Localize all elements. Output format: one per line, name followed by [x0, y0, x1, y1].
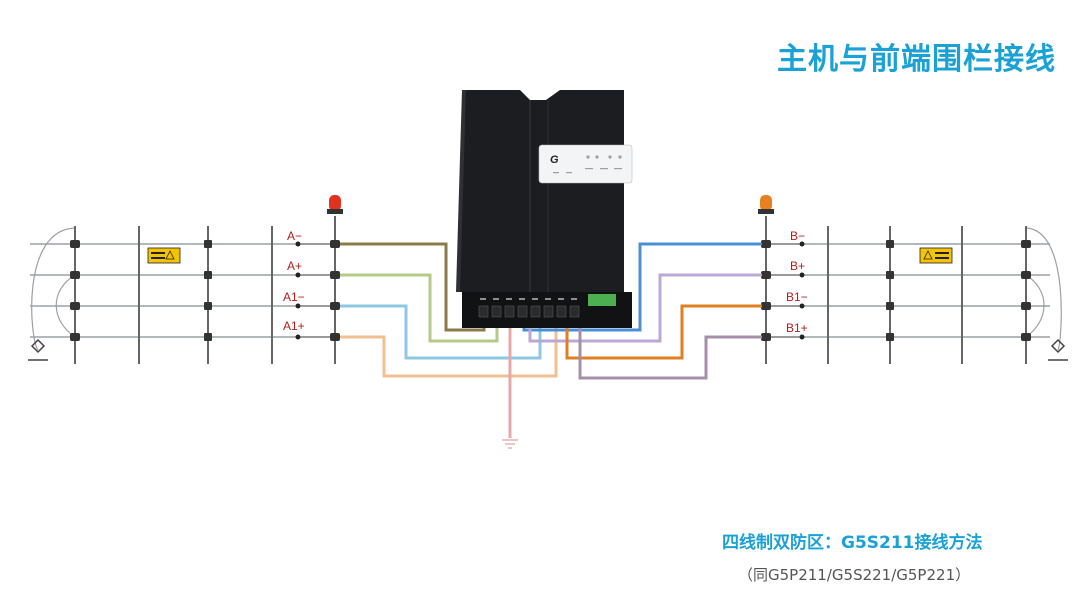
right-fence	[758, 195, 1068, 364]
wire-a1-minus	[340, 304, 542, 360]
right-terminal-labels: B− B+ B1− B1+	[786, 229, 808, 335]
method-subtitle: 四线制双防区：G5S211接线方法	[722, 533, 983, 553]
label-a1-plus: A1+	[283, 319, 305, 333]
compatibility-note: （同G5P211/G5S221/G5P221）	[738, 566, 971, 584]
label-a-minus: A−	[287, 229, 302, 243]
alarm-light-right	[758, 195, 774, 214]
diagram-title: 主机与前端围栏接线	[777, 42, 1056, 77]
left-terminal-labels: A− A+ A1− A1+	[283, 229, 305, 333]
label-b-minus: B−	[790, 229, 805, 243]
wire-b1-minus	[565, 304, 762, 360]
label-a1-minus: A1−	[283, 290, 305, 304]
front-panel: G	[538, 144, 633, 184]
controller-device: G	[456, 89, 633, 328]
warning-sign-left	[147, 247, 181, 264]
label-b1-plus: B1+	[786, 321, 808, 335]
wire-b-plus	[528, 273, 762, 343]
warning-sign-right	[919, 247, 953, 264]
alarm-light-left	[327, 195, 343, 214]
wire-a-plus	[340, 273, 499, 343]
label-b-plus: B+	[790, 259, 805, 273]
device-logo: G	[550, 154, 559, 166]
wire-b1-plus	[578, 316, 762, 380]
label-a-plus: A+	[287, 259, 302, 273]
left-fence	[28, 195, 343, 364]
ground-symbol	[502, 439, 518, 449]
wire-a1-plus	[340, 316, 558, 378]
label-b1-minus: B1−	[786, 290, 808, 304]
